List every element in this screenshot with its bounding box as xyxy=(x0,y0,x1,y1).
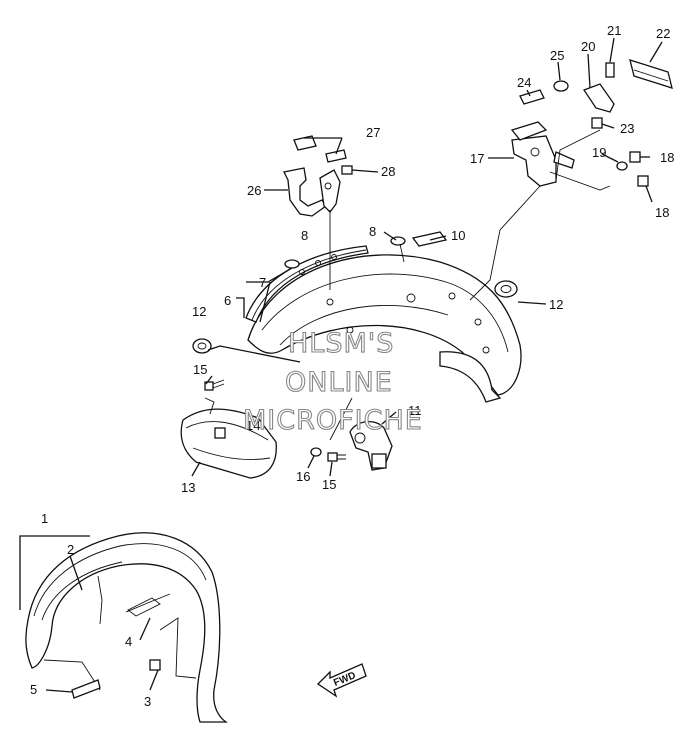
plate-22 xyxy=(629,59,673,89)
bracket-26 xyxy=(283,167,341,217)
plate-5 xyxy=(71,679,101,699)
leader-lines xyxy=(19,37,663,693)
watermark-line-2: ONLINE xyxy=(285,367,393,398)
callout-14: 14 xyxy=(246,418,260,433)
bolt-3 xyxy=(149,659,161,671)
grommet-25 xyxy=(553,80,569,92)
pad-27a xyxy=(293,135,317,151)
callout-13: 13 xyxy=(181,480,195,495)
callout-12a: 12 xyxy=(192,304,206,319)
callout-12b: 12 xyxy=(549,297,563,312)
callout-7: 7 xyxy=(259,275,266,290)
callout-17: 17 xyxy=(470,151,484,166)
callout-1: 1 xyxy=(41,511,48,526)
callout-2: 2 xyxy=(67,542,74,557)
callout-11: 11 xyxy=(408,403,422,418)
callout-26: 26 xyxy=(247,183,261,198)
callout-16: 16 xyxy=(296,469,310,484)
callout-20: 20 xyxy=(581,39,595,54)
callout-5: 5 xyxy=(30,682,37,697)
callout-labels: 1 2 3 4 5 6 7 8 8 10 11 12 12 13 14 15 1… xyxy=(30,23,674,709)
callout-28: 28 xyxy=(381,164,395,179)
pad-24 xyxy=(519,89,545,105)
screw-28 xyxy=(341,165,353,175)
bolt-18b xyxy=(637,175,649,187)
grommet-right xyxy=(494,280,518,298)
grommet-left xyxy=(192,338,212,354)
bolt-18a xyxy=(629,151,641,163)
watermark: HLSM'S ONLINE MICROFICHE xyxy=(242,327,423,436)
fwd-label: FWD xyxy=(332,670,357,689)
fender-rail xyxy=(245,245,369,323)
callout-15b: 15 xyxy=(322,477,336,492)
callout-21: 21 xyxy=(607,23,621,38)
callout-27: 27 xyxy=(366,125,380,140)
callout-6: 6 xyxy=(224,293,231,308)
lower-guard xyxy=(180,397,277,479)
washer-16 xyxy=(310,447,322,457)
callout-3: 3 xyxy=(144,694,151,709)
callout-18b: 18 xyxy=(655,205,669,220)
callout-4: 4 xyxy=(125,634,132,649)
callout-10: 10 xyxy=(451,228,465,243)
bolt-21 xyxy=(605,62,615,78)
plate-10 xyxy=(411,231,448,247)
bolt-15-bottom xyxy=(327,452,346,462)
fwd-arrow-icon: FWD xyxy=(316,663,367,698)
callout-24: 24 xyxy=(517,75,531,90)
bolt-15-left xyxy=(204,379,225,391)
bracket-11 xyxy=(349,421,393,471)
callout-8b: 8 xyxy=(369,224,376,239)
front-fender xyxy=(25,532,229,723)
callout-18a: 18 xyxy=(660,150,674,165)
watermark-line-3: MICROFICHE xyxy=(243,405,423,436)
rear-fender xyxy=(247,254,522,403)
nut-23 xyxy=(591,117,603,129)
watermark-line-1: HLSM'S xyxy=(288,328,394,359)
bracket-20 xyxy=(583,83,615,113)
callout-15a: 15 xyxy=(193,362,207,377)
emblem-4 xyxy=(127,597,161,617)
washer-19 xyxy=(616,161,628,171)
callout-25: 25 xyxy=(550,48,564,63)
callout-8a: 8 xyxy=(301,228,308,243)
small-grommet-left xyxy=(284,259,300,269)
callout-19: 19 xyxy=(592,145,606,160)
callout-23: 23 xyxy=(620,121,634,136)
pad-27b xyxy=(325,149,347,163)
callout-22: 22 xyxy=(656,26,670,41)
